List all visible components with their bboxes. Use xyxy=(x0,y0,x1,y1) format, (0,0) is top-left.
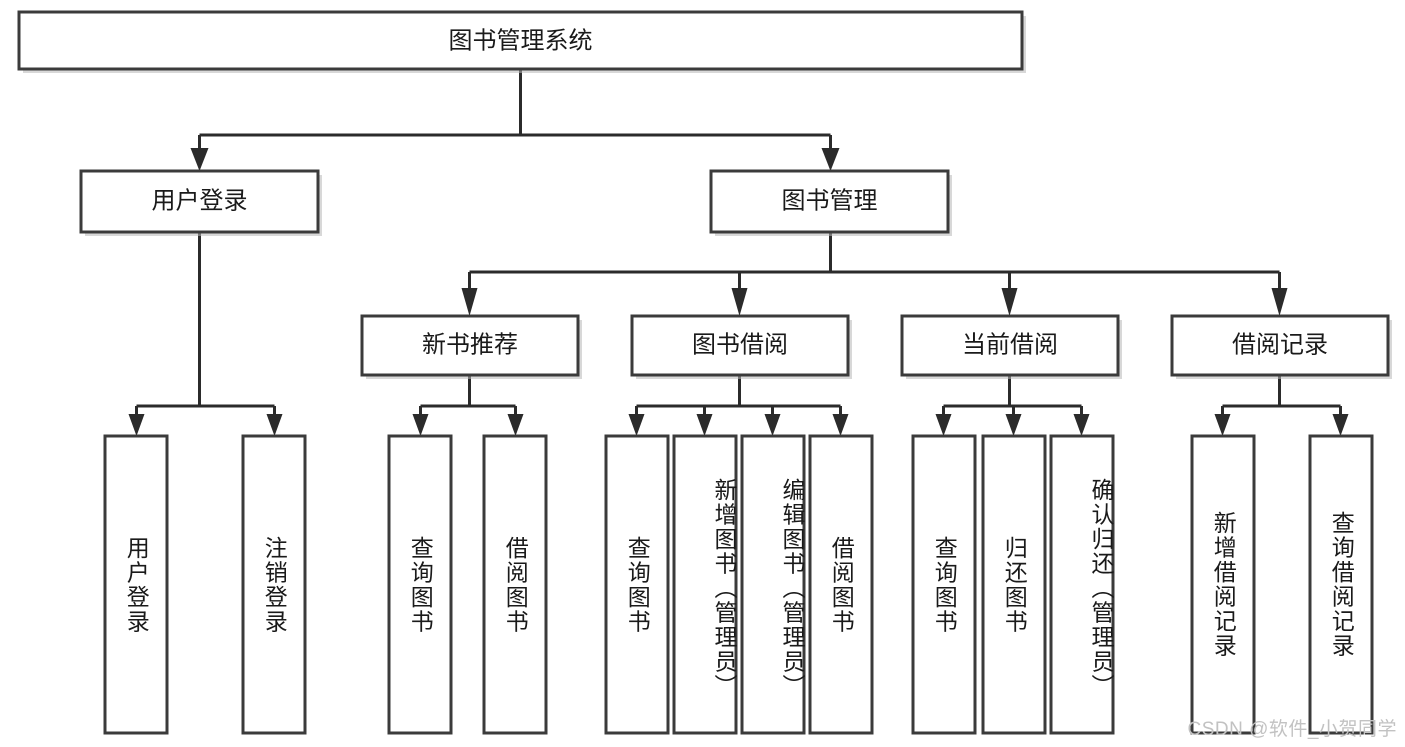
node-new-book-recommend-label: 新书推荐 xyxy=(422,331,518,358)
arrow-head-new-book-rec xyxy=(461,288,478,316)
leaf-rect-nbr-query-book[interactable] xyxy=(387,434,453,735)
leaf-rect-bb-borrow-book[interactable] xyxy=(808,434,874,735)
arrow-head-current-borrow xyxy=(1001,288,1018,316)
csdn-watermark: CSDN @软件_小贺同学 xyxy=(1187,719,1397,740)
arrow-head-bb-leaf3 xyxy=(764,414,781,436)
arrow-head-bb-leaf2 xyxy=(696,414,713,436)
leaf-rect-cb-query-book[interactable] xyxy=(911,434,977,735)
node-borrow-record[interactable]: 借阅记录 xyxy=(1170,314,1392,379)
node-current-borrow-rect xyxy=(900,314,1120,377)
node-root-label: 图书管理系统 xyxy=(449,27,593,54)
arrow-head-cb-leaf1 xyxy=(935,414,952,436)
leaf-rect-br-query-record[interactable] xyxy=(1308,434,1374,735)
arrow-head-cb-leaf3 xyxy=(1073,414,1090,436)
arrow-head-bb-leaf1 xyxy=(628,414,645,436)
node-root-rect xyxy=(17,10,1024,71)
arrow-head-cb-leaf2 xyxy=(1005,414,1022,436)
node-current-borrow-label: 当前借阅 xyxy=(962,331,1058,358)
node-book-management[interactable]: 图书管理 xyxy=(709,169,952,236)
arrow-head-bb-leaf4 xyxy=(832,414,849,436)
node-book-management-label: 图书管理 xyxy=(782,187,878,214)
leaf-rect-bb-add-book-admin[interactable] xyxy=(672,434,738,735)
connector-group xyxy=(128,69,1349,436)
leaf-rect-cb-return-book[interactable] xyxy=(981,434,1047,735)
node-user-login-label: 用户登录 xyxy=(152,187,248,214)
arrow-head-book-mgmt xyxy=(821,148,840,171)
arrow-head-br-leaf1 xyxy=(1214,414,1231,436)
arrow-head-book-borrow xyxy=(731,288,748,316)
leaf-rect-nbr-borrow-book[interactable] xyxy=(482,434,548,735)
node-user-login-rect xyxy=(79,169,320,234)
arrow-head-nbr-leaf2 xyxy=(507,414,524,436)
leaf-rect-cb-confirm-return-admin[interactable] xyxy=(1049,434,1115,735)
leaf-rect-bb-query-book[interactable] xyxy=(604,434,670,735)
node-root[interactable]: 图书管理系统 xyxy=(17,10,1026,73)
node-user-login[interactable]: 用户登录 xyxy=(79,169,322,236)
arrow-head-leaf-user-login xyxy=(128,414,145,436)
node-current-borrow[interactable]: 当前借阅 xyxy=(900,314,1122,379)
node-book-borrow[interactable]: 图书借阅 xyxy=(630,314,852,379)
node-borrow-record-label: 借阅记录 xyxy=(1232,331,1328,358)
node-new-book-recommend-rect xyxy=(360,314,580,377)
node-borrow-record-rect xyxy=(1170,314,1390,377)
leaf-rect-user-login[interactable] xyxy=(103,434,169,735)
arrow-head-br-leaf2 xyxy=(1332,414,1349,436)
leaf-node-group xyxy=(103,434,1374,735)
node-book-management-rect xyxy=(709,169,950,234)
leaf-rect-br-add-record[interactable] xyxy=(1190,434,1256,735)
node-book-borrow-rect xyxy=(630,314,850,377)
arrow-head-nbr-leaf1 xyxy=(412,414,429,436)
leaf-rect-bb-edit-book-admin[interactable] xyxy=(740,434,806,735)
leaf-rect-logout[interactable] xyxy=(241,434,307,735)
arrow-head-user-login xyxy=(190,148,209,171)
node-book-borrow-label: 图书借阅 xyxy=(692,331,788,358)
arrow-head-borrow-record xyxy=(1271,288,1288,316)
node-new-book-recommend[interactable]: 新书推荐 xyxy=(360,314,582,379)
arrow-head-leaf-logout xyxy=(266,414,283,436)
